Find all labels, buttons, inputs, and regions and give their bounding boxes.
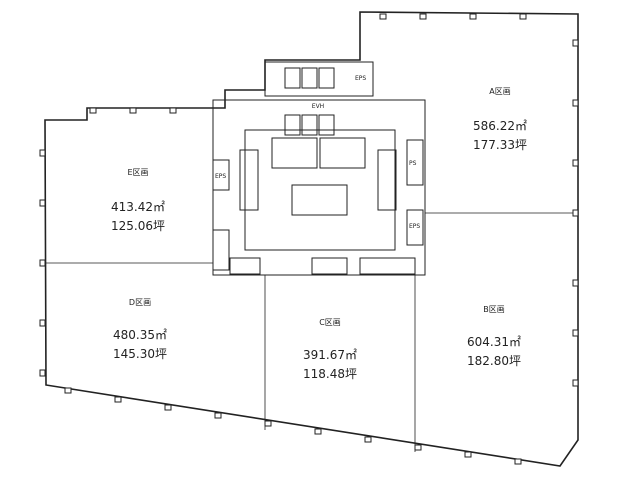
building-core [212, 61, 426, 276]
section-d-area-m2: 480.35㎡ [113, 328, 167, 342]
section-a-area-m2: 586.22㎡ [473, 119, 527, 133]
section-c-name: C区画 [319, 318, 341, 327]
perimeter-columns [39, 13, 579, 465]
section-b-area-tsubo: 182.80坪 [467, 354, 521, 368]
eps-label: EPS [355, 75, 366, 82]
section-b-area-m2: 604.31㎡ [467, 335, 521, 349]
ev-hall-label: EVH [312, 103, 324, 110]
eps-label-west: EPS [215, 173, 226, 180]
section-d: D区画 480.35㎡ 145.30坪 [113, 293, 167, 364]
section-b-name: B区画 [483, 305, 505, 314]
section-c-area-tsubo: 118.48坪 [303, 367, 357, 381]
section-e-area-m2: 413.42㎡ [111, 200, 165, 214]
section-d-area-tsubo: 145.30坪 [113, 347, 167, 361]
eps-label-east: EPS [409, 223, 420, 230]
section-a-area-tsubo: 177.33坪 [473, 138, 527, 152]
building-outline [44, 11, 579, 467]
section-e-name: E区画 [127, 168, 149, 177]
section-e-area-tsubo: 125.06坪 [111, 219, 165, 233]
section-d-name: D区画 [128, 298, 152, 307]
section-e: E区画 413.42㎡ 125.06坪 [111, 163, 165, 236]
section-dividers [45, 212, 578, 452]
ps-label: PS [409, 160, 417, 167]
section-c: C区画 391.67㎡ 118.48坪 [303, 313, 357, 384]
section-a: A区画 586.22㎡ 177.33坪 [473, 82, 527, 155]
section-c-area-m2: 391.67㎡ [303, 348, 357, 362]
section-b: B区画 604.31㎡ 182.80坪 [467, 300, 521, 371]
section-a-name: A区画 [489, 87, 511, 96]
